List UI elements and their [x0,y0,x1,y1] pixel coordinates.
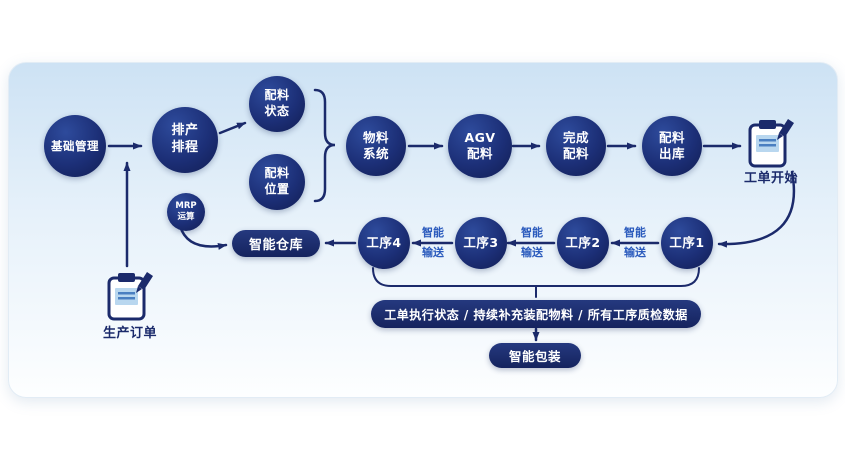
label-smart-convey-3: 智能 输送 [422,226,444,259]
node-scheduling: 排产 排程 [152,107,218,173]
label-order-start: 工单开始 [743,171,798,186]
label-smart-convey-1: 智能 输送 [624,226,646,259]
node-agv-batching: AGV 配料 [448,114,512,178]
clipboard-icon [748,119,794,168]
node-material-status: 配料 状态 [249,76,305,132]
node-process-2: 工序2 [557,217,609,269]
node-process-3: 工序3 [455,217,507,269]
pencil-icon [777,119,794,140]
node-material-location: 配料 位置 [249,154,305,210]
clipboard-icon [107,272,153,321]
node-complete-batching: 完成 配料 [546,116,606,176]
node-process-4: 工序4 [358,217,410,269]
node-mrp-calculation: MRP 运算 [167,193,205,231]
label-smart-convey-2: 智能 输送 [521,226,543,259]
node-material-system: 物料 系统 [346,116,406,176]
badge-status-bar: 工单执行状态 / 持续补充装配物料 / 所有工序质检数据 [371,300,701,328]
node-basic-management: 基础管理 [44,115,106,177]
label-production-order: 生产订单 [102,326,157,341]
pencil-icon [136,272,153,293]
node-material-outbound: 配料 出库 [642,116,702,176]
badge-smart-packing: 智能包装 [489,343,581,368]
badge-smart-warehouse: 智能仓库 [232,230,320,257]
node-process-1: 工序1 [661,217,713,269]
